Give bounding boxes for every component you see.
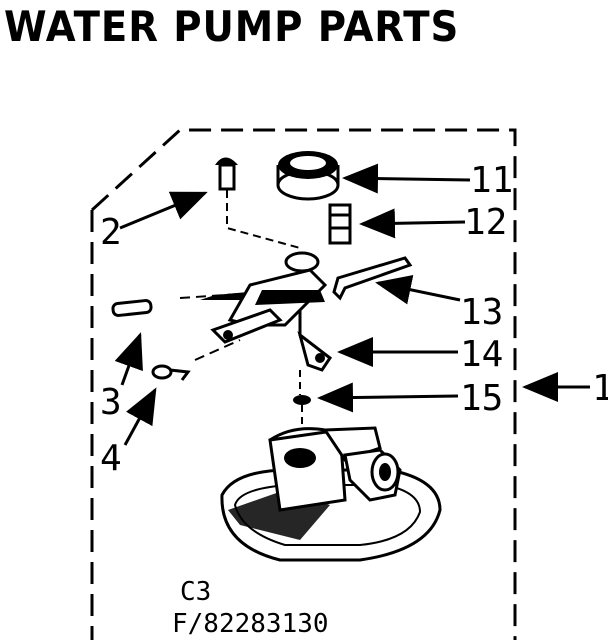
callout-4: 4 [100,438,122,479]
callout-15: 15 [460,378,503,419]
pump-housing [220,426,442,562]
part-13-arm [332,256,413,301]
callout-3: 3 [100,382,122,423]
part-12-nut [328,203,352,245]
callout-14: 14 [460,334,503,375]
callout-12: 12 [464,202,507,243]
page-title: WATER PUMP PARTS [4,2,460,51]
part-number: F/82283130 [172,609,329,639]
part-14-impeller [200,251,333,395]
part-3-pin [111,291,271,317]
callout-11: 11 [470,160,513,201]
section-code: C3 [180,577,211,607]
part-2-screw [215,157,301,249]
part-11-cap [276,151,340,201]
callout-2: 2 [100,212,122,253]
part-15-seal [293,395,311,428]
callout-13: 13 [460,292,503,333]
assembly-boundary [90,128,517,640]
part-4-clip [151,339,241,381]
callout-1: 1 [592,368,608,409]
